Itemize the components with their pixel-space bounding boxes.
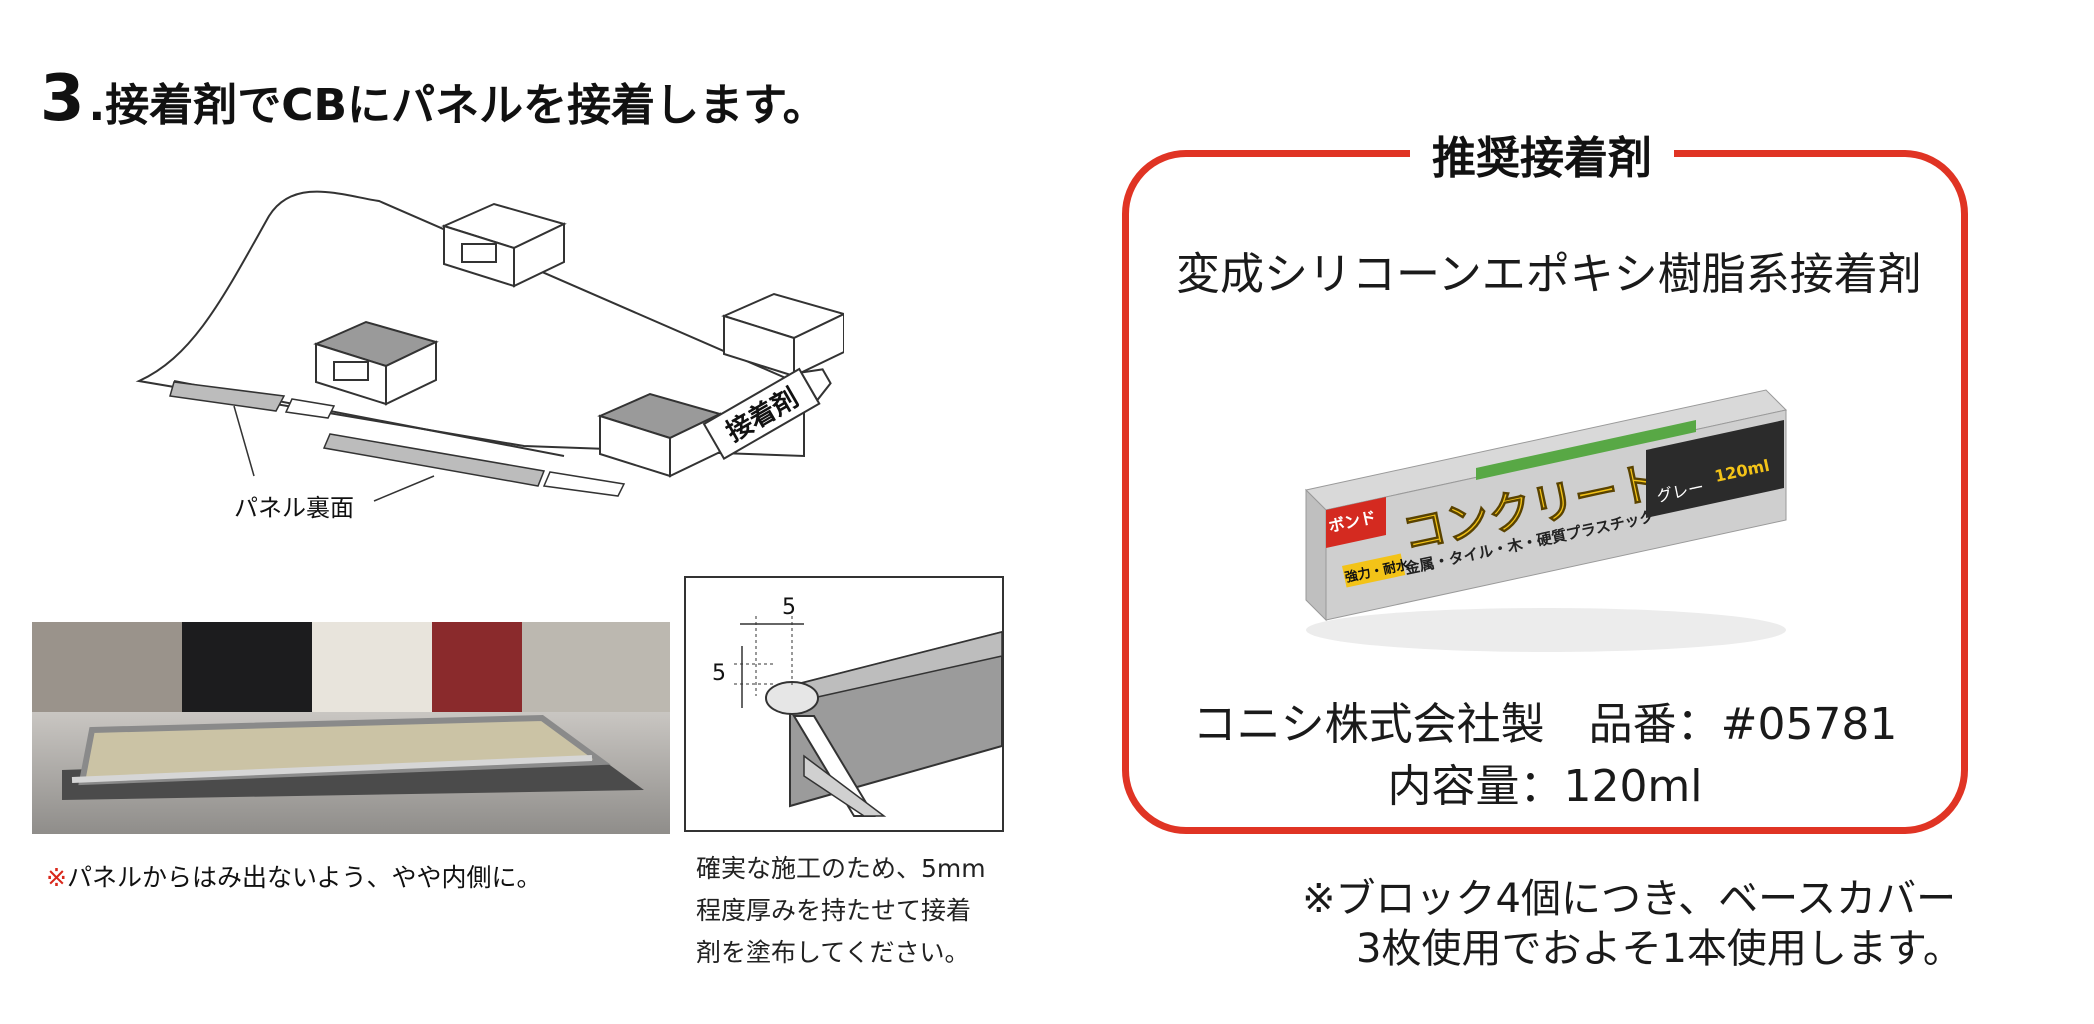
caption-line: 剤を塗布してください。: [696, 938, 970, 967]
maker-line: コニシ株式会社製 品番：#05781: [1192, 699, 1898, 750]
step-number: 3: [40, 62, 85, 136]
adhesive-strip-3: [322, 433, 546, 487]
installation-illustration: 接着剤 パネル裏面: [135, 190, 844, 522]
caption-line: 確実な施工のため、5mm: [696, 854, 986, 883]
capacity-line: 内容量：120ml: [1387, 761, 1703, 812]
note-mark: ※: [46, 863, 67, 892]
page-heading: 3 .接着剤でCBにパネルを接着します。: [40, 62, 827, 136]
cb-block-3: [721, 292, 844, 378]
panel-sheet: [135, 190, 805, 458]
product-image: ボンド コンクリートと 金属・タイル・木・硬質プラスチック 強力・耐水 グレー …: [1304, 389, 1788, 652]
caption-line: 程度厚みを持たせて接着: [696, 896, 972, 925]
cross-section-diagram: 5 5: [684, 576, 1004, 832]
panel-photo: [32, 622, 670, 834]
usage-note-line-1: ※ブロック4個につき、ベースカバー: [1302, 876, 1957, 922]
adhesive-strip-4: [542, 471, 626, 497]
cb-block-2: [313, 320, 439, 406]
photo-note-text: パネルからはみ出ないよう、やや内側に。: [66, 863, 542, 892]
section-caption: 確実な施工のため、5mm 程度厚みを持たせて接着 剤を塗布してください。: [696, 848, 1016, 974]
adhesive-type: 変成シリコーンエポキシ樹脂系接着剤: [1176, 249, 1922, 300]
cb-block-1: [441, 202, 567, 288]
recommendation-title: 推奨接着剤: [1410, 122, 1674, 186]
usage-note-line-2: 3枚使用でおよそ1本使用します。: [1356, 926, 1963, 972]
dim-horizontal: 5: [782, 595, 796, 620]
dim-vertical: 5: [712, 661, 726, 686]
adhesive-strip-2: [284, 398, 336, 419]
adhesive-strip-1: [169, 381, 286, 412]
photo-note: ※パネルからはみ出ないよう、やや内側に。: [46, 858, 541, 894]
panel-back-label: パネル裏面: [234, 494, 354, 522]
step-title: .接着剤でCBにパネルを接着します。: [88, 80, 827, 131]
